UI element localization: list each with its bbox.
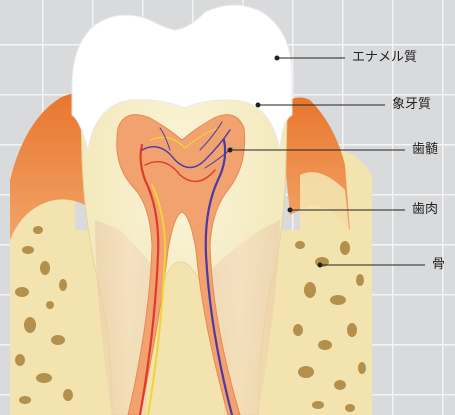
- label-bone: 骨: [432, 257, 445, 273]
- label-gum: 歯肉: [412, 202, 438, 218]
- label-enamel: エナメル質: [352, 50, 417, 66]
- label-pulp: 歯髄: [412, 142, 438, 158]
- label-dentin: 象牙質: [392, 97, 431, 113]
